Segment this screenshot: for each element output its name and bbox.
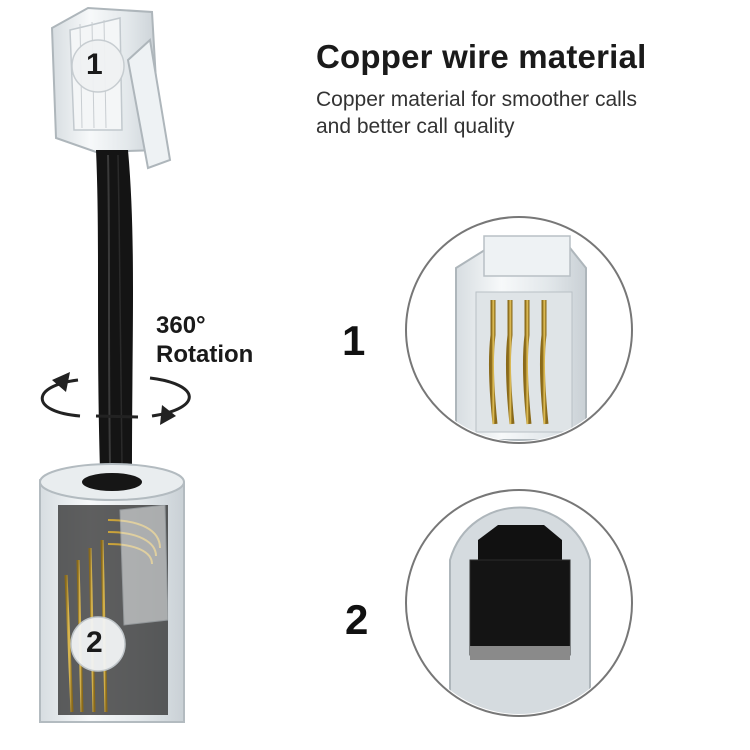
badge-1-label: 1 — [86, 48, 103, 81]
detail-circle-1 — [405, 216, 633, 444]
badge-2-label: 2 — [86, 626, 103, 659]
rotation-label: Rotation — [156, 341, 254, 368]
detail-circle-2 — [405, 489, 633, 717]
badge-1 — [71, 39, 125, 93]
detail-1-number: 1 — [342, 317, 366, 364]
rotation-degrees: 360° — [156, 312, 206, 339]
subtitle-line-2: and better call quality — [316, 115, 515, 138]
badge-2 — [70, 616, 126, 672]
rotation-arrow-icon — [40, 372, 191, 425]
cable — [96, 150, 133, 470]
bottom-coupler — [39, 463, 185, 723]
page-title: Copper wire material — [316, 38, 647, 75]
detail-2-number: 2 — [345, 596, 369, 643]
subtitle-line-1: Copper material for smoother calls — [316, 88, 637, 111]
